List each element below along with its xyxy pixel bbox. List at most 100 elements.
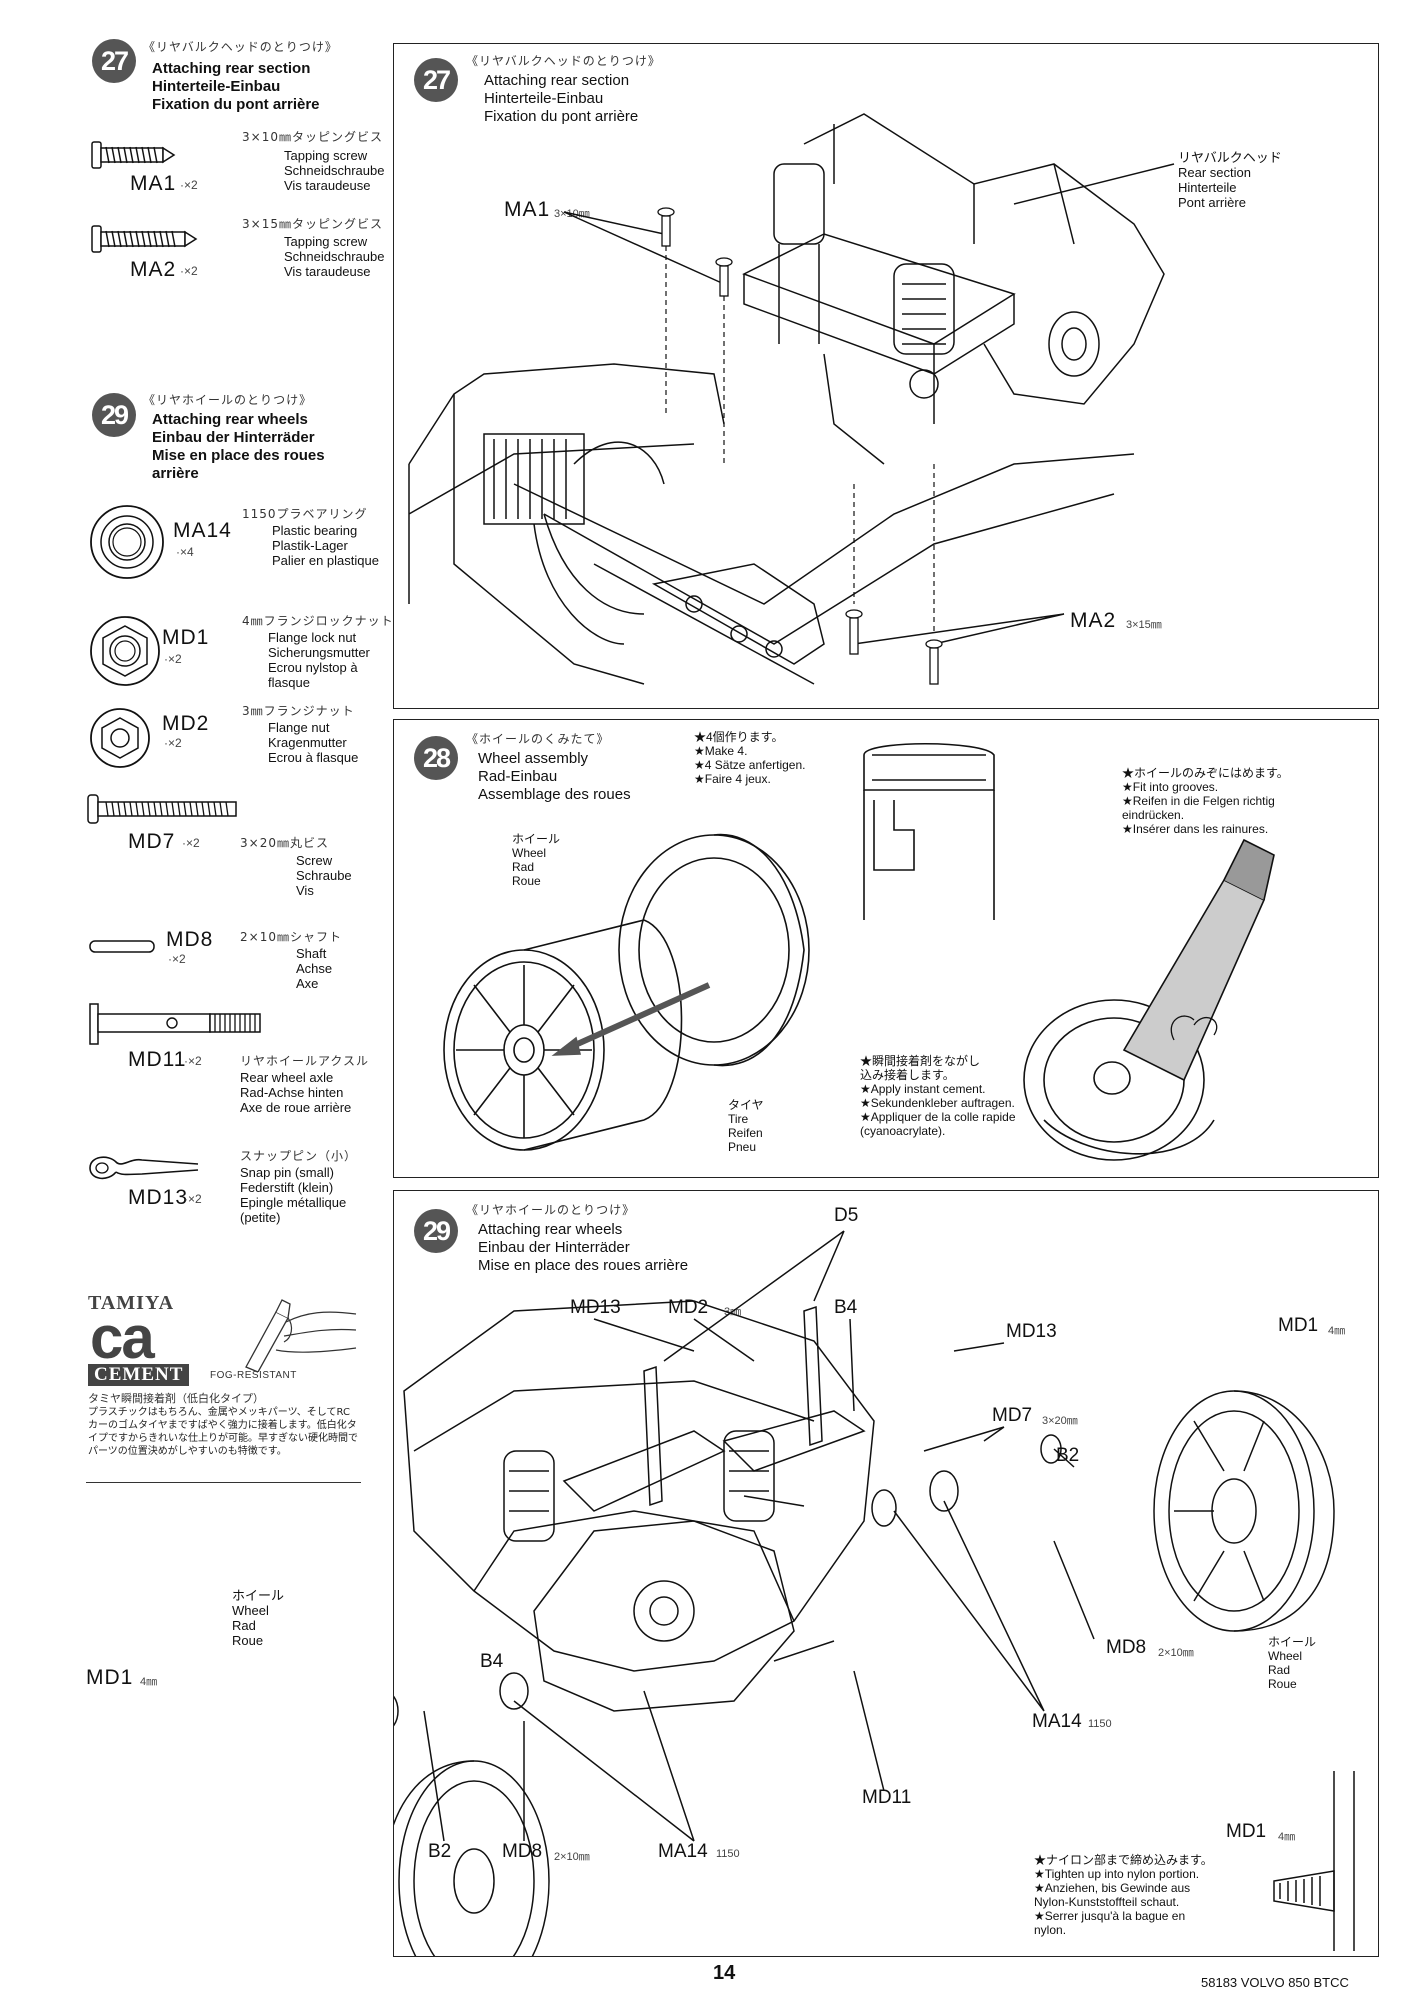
rear-wheel-axle-icon — [89, 1003, 261, 1045]
nylon-note: ★ナイロン部まで締め込みます。 ★Tighten up into nylon p… — [1034, 1853, 1213, 1937]
ma14-code: MA14 — [173, 519, 232, 542]
md1-jp: 4㎜フランジロックナット — [242, 614, 394, 628]
wheel-assembly-drawing — [443, 743, 1275, 1161]
step-27-panel: 27 《リヤバルクヘッドのとりつけ》 Attaching rear sectio… — [393, 43, 1379, 709]
plastic-bearing-icon — [90, 505, 164, 579]
label-md8-left-size: 2×10㎜ — [554, 1851, 590, 1863]
md7-desc: Screw Schraube Vis — [296, 853, 352, 898]
md8-qty: ·×2 — [168, 952, 186, 966]
ma14-jp: 1150プラベアリング — [242, 507, 368, 521]
page-number: 14 — [713, 1962, 736, 1984]
md13-jp: スナップピン（小） — [240, 1149, 358, 1163]
label-ma14-right: MA14 — [1032, 1711, 1082, 1732]
left-wheel-label: ホイール Wheel Rad Roue — [232, 1588, 285, 1648]
rear-section-assembly-drawing — [408, 113, 1175, 685]
label-md11: MD11 — [862, 1787, 912, 1808]
step-27-badge: 27 — [92, 39, 136, 83]
label-ma14-left-size: 1150 — [716, 1848, 740, 1860]
tapping-screw-ma1-icon — [91, 141, 176, 169]
step-29-badge: 29 — [92, 393, 136, 437]
md2-qty: ·×2 — [164, 736, 182, 750]
step-29-panel: 29 《リヤホイールのとりつけ》 Attaching rear wheels E… — [393, 1190, 1379, 1957]
cement-jp-title: タミヤ瞬間接着剤（低白化タイプ） — [88, 1392, 264, 1405]
cement-fog: FOG-RESISTANT — [210, 1370, 297, 1381]
label-b2-right: B2 — [1056, 1445, 1080, 1466]
md2-code: MD2 — [162, 712, 210, 735]
panel-27-ma2-code: MA2 — [1070, 609, 1117, 632]
ma2-qty: ·×2 — [180, 264, 198, 278]
flange-lock-nut-icon — [90, 616, 160, 686]
md8-jp: 2×10㎜シャフト — [240, 930, 342, 944]
step-28-panel: 28 《ホイールのくみたて》 Wheel assembly Rad-Einbau… — [393, 719, 1379, 1178]
ma2-jp: 3×15㎜タッピングビス — [242, 217, 383, 231]
panel-28-title: Wheel assembly Rad-Einbau Assemblage des… — [478, 750, 631, 803]
label-md8-right: MD8 — [1106, 1637, 1147, 1658]
label-md7-size: 3×20㎜ — [1042, 1415, 1078, 1427]
label-ma14-right-size: 1150 — [1088, 1718, 1112, 1730]
md8-desc: Shaft Achse Axe — [296, 946, 333, 991]
label-d5: D5 — [834, 1205, 859, 1226]
ma1-jp: 3×10㎜タッピングビス — [242, 130, 383, 144]
label-md1-right-size: 4㎜ — [1328, 1325, 1346, 1337]
label-b4-a: B4 — [834, 1297, 858, 1318]
ma2-desc: Tapping screw Schneidschraube Vis taraud… — [284, 234, 385, 279]
cement-logo: ca — [90, 1304, 155, 1371]
md11-desc: Rear wheel axle Rad-Achse hinten Axe de … — [240, 1070, 352, 1115]
label-b2-left: B2 — [428, 1841, 452, 1862]
md2-desc: Flange nut Kragenmutter Ecrou à flasque — [268, 720, 359, 765]
label-md1-nylon-size: 4㎜ — [1278, 1831, 1296, 1843]
panel-28-cement-note: ★瞬間接着剤をながし 込み接着します。 ★Apply instant cemen… — [860, 1054, 1016, 1138]
shaft-md8-icon — [89, 940, 155, 953]
panel-28-wheel-label: ホイール Wheel Rad Roue — [512, 832, 561, 888]
md1-qty: ·×2 — [164, 652, 182, 666]
step-27-title: Attaching rear section Hinterteile-Einba… — [152, 60, 320, 113]
md2-jp: 3㎜フランジナット — [242, 704, 355, 718]
md8-code: MD8 — [166, 928, 214, 951]
label-b4-b: B4 — [480, 1651, 504, 1672]
glue-bottle-hand-icon — [245, 1299, 357, 1372]
panel-27-rear-label: リヤバルクヘッド Rear section Hinterteile Pont a… — [1178, 150, 1282, 210]
cement-jp-body: プラスチックはもちろん、金属やメッキパーツ、そしてRCカーのゴムタイヤまですばや… — [88, 1407, 358, 1457]
panel-27-title: Attaching rear section Hinterteile-Einba… — [484, 72, 639, 125]
rear-wheel-installation-drawing — [394, 1230, 1355, 1956]
panel-27-ma2-size: 3×15㎜ — [1126, 619, 1162, 631]
md11-jp: リヤホイールアクスル — [240, 1054, 370, 1068]
ma1-code: MA1 — [130, 172, 177, 195]
panel-28-fit-note: ★ホイールのみぞにはめます。 ★Fit into grooves. ★Reife… — [1122, 766, 1289, 836]
panel-27-badge: 27 — [414, 58, 458, 102]
panel-27-ma1-code: MA1 — [504, 198, 551, 221]
model-name: 58183 VOLVO 850 BTCC — [1201, 1975, 1349, 1990]
panel-28-jp: 《ホイールのくみたて》 — [466, 732, 610, 746]
cement-word: CEMENT — [88, 1364, 190, 1386]
md13-code: MD13 — [128, 1186, 189, 1209]
ma1-desc: Tapping screw Schneidschraube Vis taraud… — [284, 148, 385, 193]
cement-ad: TAMIYA ca CEMENT FOG-RESISTANT タミヤ瞬間接着剤（… — [86, 1292, 361, 1483]
step-27-jp-title: 《リヤバルクヘッドのとりつけ》 — [143, 40, 338, 54]
panel-29-jp: 《リヤホイールのとりつけ》 — [466, 1203, 636, 1217]
md1-desc: Flange lock nut Sicherungsmutter Ecrou n… — [268, 630, 370, 690]
panel-28-make: ★4個作ります。 ★Make 4. ★4 Sätze anfertigen. ★… — [694, 730, 806, 786]
md7-code: MD7 — [128, 830, 176, 853]
step-29-title: Attaching rear wheels Einbau der Hinterr… — [152, 411, 325, 482]
cement-brand: TAMIYA — [88, 1292, 175, 1314]
ma2-code: MA2 — [130, 258, 177, 281]
md11-code: MD11 — [128, 1048, 187, 1071]
label-wheel-right: ホイール Wheel Rad Roue — [1268, 1635, 1317, 1691]
label-ma14-left: MA14 — [658, 1841, 708, 1862]
md7-jp: 3×20㎜丸ビス — [240, 836, 329, 850]
panel-28-tire-label: タイヤ Tire Reifen Pneu — [728, 1098, 764, 1154]
left-md1-size: 4㎜ — [140, 1676, 158, 1688]
label-md1-nylon: MD1 — [1226, 1821, 1267, 1842]
panel-27-jp: 《リヤバルクヘッドのとりつけ》 — [466, 54, 661, 68]
md13-qty: ·×2 — [184, 1192, 202, 1206]
snap-pin-icon — [89, 1156, 199, 1180]
panel-29-badge: 29 — [414, 1209, 458, 1253]
label-md1-right: MD1 — [1278, 1315, 1319, 1336]
ma14-desc: Plastic bearing Plastik-Lager Palier en … — [272, 523, 379, 568]
label-md7: MD7 — [992, 1405, 1033, 1426]
label-md13-b: MD13 — [1006, 1321, 1057, 1342]
ma1-qty: ·×2 — [180, 178, 198, 192]
md1-code: MD1 — [162, 626, 210, 649]
label-md8-right-size: 2×10㎜ — [1158, 1647, 1194, 1659]
md7-qty: ·×2 — [182, 836, 200, 850]
